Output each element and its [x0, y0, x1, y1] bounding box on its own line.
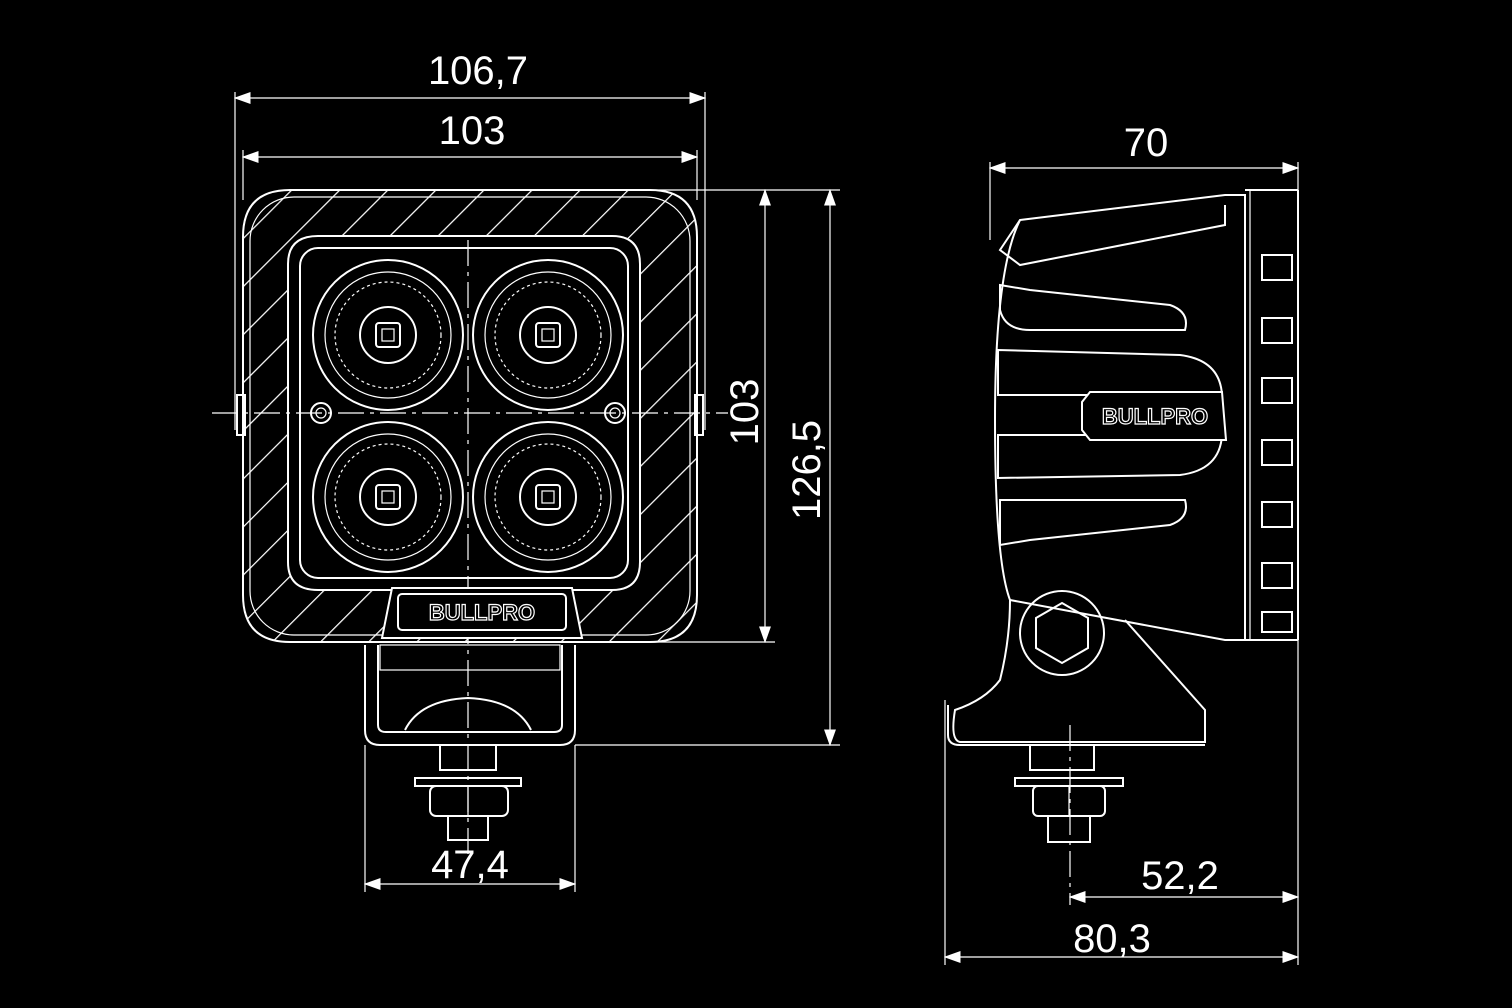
dim-overall-height: 126,5 [785, 420, 829, 520]
front-view: BULLPRO 106,7 103 103 126,5 47,4 [212, 49, 840, 892]
led-lens [472, 421, 624, 573]
dim-overall-depth: 80,3 [1073, 917, 1151, 961]
led-lens [472, 259, 624, 411]
side-logo: BULLPRO [1102, 404, 1208, 429]
front-logo: BULLPRO [429, 600, 535, 625]
side-view: BULLPRO 70 52,2 80,3 [943, 121, 1300, 965]
dim-mount-offset: 52,2 [1141, 854, 1219, 898]
dim-housing-height: 103 [723, 379, 767, 446]
cooling-notches [1261, 254, 1293, 633]
led-lens [312, 421, 464, 573]
led-lens [312, 259, 464, 411]
dim-depth: 70 [1124, 121, 1169, 165]
dim-bracket-width: 47,4 [431, 843, 509, 887]
dim-overall-width: 106,7 [428, 49, 528, 93]
dim-housing-width: 103 [439, 109, 506, 153]
